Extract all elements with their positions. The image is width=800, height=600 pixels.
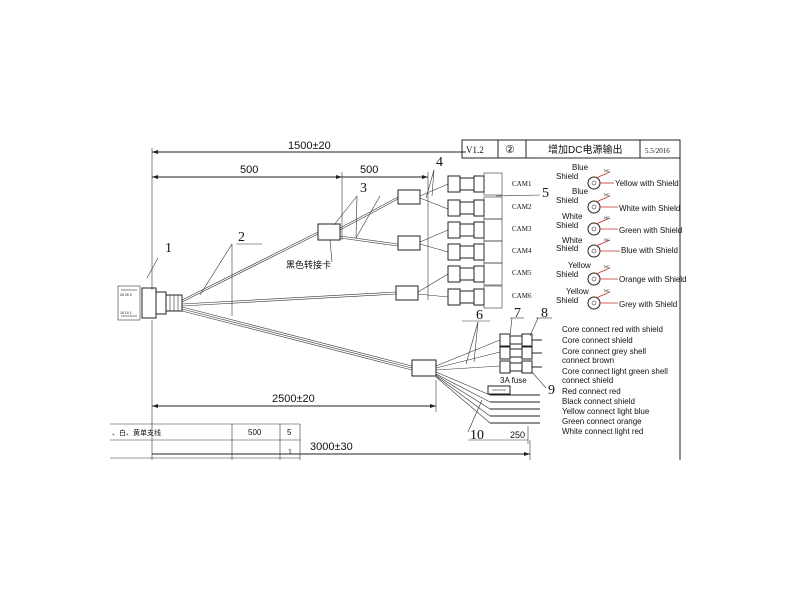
svg-text:White with Shield: White with Shield bbox=[619, 204, 680, 213]
power-note-1: Red connect red bbox=[562, 387, 621, 396]
cam-label-1: CAM1 bbox=[512, 180, 532, 188]
revision-block: V1.2 ② 增加DC电源输出 5.5/2016 bbox=[461, 139, 681, 460]
connector-pins-top: 26 25 9 bbox=[120, 293, 132, 297]
power-note-2: Black connect shield bbox=[562, 397, 635, 406]
rca-note-3: Core connect grey shell bbox=[562, 347, 646, 356]
part-number-2: 2 bbox=[238, 230, 245, 245]
svg-text:White: White bbox=[562, 236, 583, 245]
svg-text:NC: NC bbox=[604, 264, 610, 269]
svg-text:Blue: Blue bbox=[572, 187, 589, 196]
svg-text:NC: NC bbox=[604, 168, 610, 173]
cam-label-3: CAM3 bbox=[512, 225, 532, 233]
shield-connector-3: White Shield NC Green with Shield bbox=[556, 212, 682, 236]
bom-table: 、白、黄单支线 500 5 1 bbox=[110, 423, 301, 460]
rca-note-1: Core connect red with shield bbox=[562, 325, 663, 334]
svg-text:White: White bbox=[562, 212, 583, 221]
shield-connector-6: Yellow Shield NC Grey with Shield bbox=[556, 287, 677, 310]
adapter-label: 黑色转接卡 bbox=[286, 259, 331, 270]
svg-text:Yellow: Yellow bbox=[566, 287, 589, 296]
connector-pins-bottom: 18 19 1 bbox=[120, 311, 132, 315]
svg-text:NC: NC bbox=[604, 192, 610, 197]
svg-text:NC: NC bbox=[604, 288, 610, 293]
part-number-10: 10 bbox=[470, 428, 484, 443]
rca-note-5: Core connect light green shell bbox=[562, 367, 668, 376]
svg-text:Shield: Shield bbox=[556, 244, 578, 253]
svg-text:Green with Shield: Green with Shield bbox=[619, 226, 682, 235]
rca-note-6: connect shield bbox=[562, 376, 613, 385]
cam-connectors: CAM1 CAM2 CAM3 CAM4 CAM5 CAM6 5 bbox=[447, 172, 549, 309]
part-number-1: 1 bbox=[165, 241, 172, 256]
svg-text:Orange with Shield: Orange with Shield bbox=[619, 275, 687, 284]
fuse-label: 3A fuse bbox=[500, 376, 527, 385]
svg-text:Shield: Shield bbox=[556, 270, 578, 279]
power-note-4: Green connect orange bbox=[562, 417, 642, 426]
main-connector: 26 25 9 18 19 1 1 bbox=[117, 241, 183, 321]
part-number-8: 8 bbox=[541, 306, 548, 321]
rca-note-2: Core connect shield bbox=[562, 336, 633, 345]
svg-text:Shield: Shield bbox=[556, 296, 578, 305]
dimension-500-left-label: 500 bbox=[240, 164, 258, 176]
dimension-500-right: 500 bbox=[342, 164, 429, 300]
bom-row-desc: 、白、黄单支线 bbox=[112, 428, 161, 437]
power-note-5: White connect light red bbox=[562, 427, 643, 436]
dimension-overall: 1500±20 bbox=[151, 140, 466, 290]
dimension-3000-label: 3000±30 bbox=[310, 441, 353, 453]
revision-version: V1.2 bbox=[466, 145, 484, 155]
shield-connector-list: Blue Shield NC Yellow with Shield Blue S… bbox=[556, 163, 687, 310]
rca-note-4: connect brown bbox=[562, 356, 614, 365]
dimension-overall-label: 1500±20 bbox=[288, 140, 331, 152]
svg-text:Yellow: Yellow bbox=[568, 261, 591, 270]
rca-notes: Core connect red with shield Core connec… bbox=[562, 325, 668, 385]
bom-row-length: 500 bbox=[248, 428, 262, 437]
dimension-2500: 2500±20 bbox=[152, 380, 437, 412]
wire-bundle: 2 bbox=[181, 196, 413, 371]
cam-label-4: CAM4 bbox=[512, 247, 532, 255]
shield-connector-1: Blue Shield NC Yellow with Shield bbox=[556, 163, 679, 190]
power-note-3: Yellow connect light blue bbox=[562, 407, 650, 416]
svg-text:Shield: Shield bbox=[556, 172, 578, 181]
bom-row-num: 5 bbox=[287, 428, 292, 437]
dimension-250-label: 250 bbox=[510, 430, 525, 440]
shield-connector-5: Yellow Shield NC Orange with Shield bbox=[556, 261, 687, 286]
part-number-3: 3 bbox=[360, 181, 367, 196]
power-breakout: 6 7 8 9 3A fuse 10 bbox=[411, 306, 555, 444]
bom-row2-num: 1 bbox=[288, 449, 292, 456]
revision-date: 5.5/2016 bbox=[645, 147, 670, 155]
part-number-9: 9 bbox=[548, 383, 555, 398]
shield-connector-4: White Shield NC Blue with Shield bbox=[556, 236, 678, 258]
svg-text:Blue: Blue bbox=[572, 163, 589, 172]
part-number-4: 4 bbox=[436, 155, 443, 170]
svg-text:Shield: Shield bbox=[556, 221, 578, 230]
dimension-500-left: 500 bbox=[152, 164, 343, 240]
revision-description: 增加DC电源输出 bbox=[548, 143, 622, 156]
cam-label-5: CAM5 bbox=[512, 269, 532, 277]
shield-connector-2: Blue Shield NC White with Shield bbox=[556, 187, 680, 214]
svg-text:Blue with Shield: Blue with Shield bbox=[621, 246, 678, 255]
revision-mark: ② bbox=[505, 144, 515, 156]
svg-text:NC: NC bbox=[604, 237, 610, 242]
part-number-7: 7 bbox=[514, 306, 521, 321]
svg-text:Shield: Shield bbox=[556, 196, 578, 205]
dimension-500-right-label: 500 bbox=[360, 164, 378, 176]
adapter-boxes: 3 黑色转接卡 bbox=[286, 181, 421, 301]
svg-text:Yellow with Shield: Yellow with Shield bbox=[615, 179, 679, 188]
dimension-2500-label: 2500±20 bbox=[272, 393, 315, 405]
cam-label-2: CAM2 bbox=[512, 203, 532, 211]
part-number-6: 6 bbox=[476, 308, 483, 323]
cam-label-6: CAM6 bbox=[512, 292, 532, 300]
power-notes: Red connect red Black connect shield Yel… bbox=[562, 387, 650, 436]
dimension-3000: 3000±30 bbox=[152, 440, 531, 460]
svg-text:NC: NC bbox=[604, 215, 610, 220]
svg-text:Grey with Shield: Grey with Shield bbox=[619, 300, 677, 309]
part-number-5: 5 bbox=[542, 186, 549, 201]
camera-branches: 4 bbox=[417, 155, 449, 298]
